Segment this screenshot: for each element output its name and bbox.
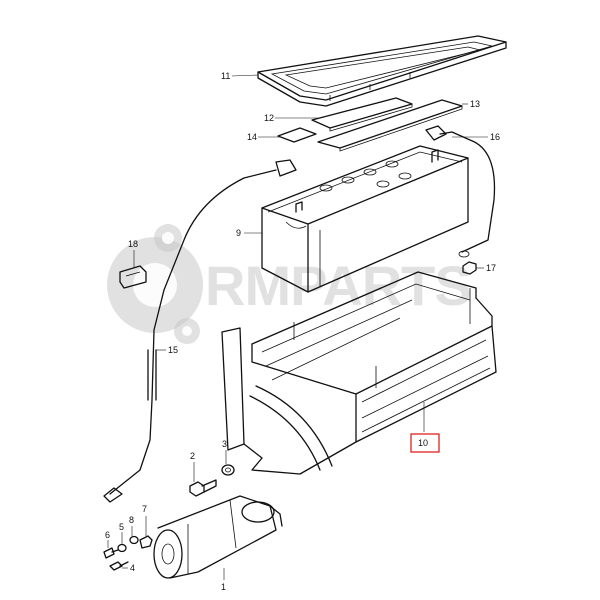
callout-5: 5 [119, 522, 124, 532]
part-battery [261, 145, 469, 293]
part-washer-3 [221, 464, 235, 476]
part-washer-8 [129, 535, 139, 545]
callout-17: 17 [486, 263, 496, 273]
callout-3: 3 [222, 439, 227, 449]
part-nut-17 [462, 261, 477, 275]
callout-1: 1 [221, 582, 226, 592]
callout-9: 9 [236, 228, 241, 238]
part-pad-13 [317, 99, 463, 152]
callout-14: 14 [247, 132, 257, 142]
part-starter-motor [153, 495, 283, 579]
highlight-box-10 [410, 433, 440, 453]
callouts: 11 12 13 14 16 9 17 18 15 2 3 7 8 5 6 4 … [105, 71, 500, 592]
part-battery-tray [221, 271, 497, 475]
callout-4: 4 [130, 563, 135, 573]
callout-18: 18 [128, 239, 138, 249]
callout-15: 15 [168, 345, 178, 355]
callout-11: 11 [221, 71, 230, 81]
callout-16: 16 [490, 132, 500, 142]
leader-lines [107, 74, 488, 580]
callout-6: 6 [105, 530, 110, 540]
callout-10: 10 [418, 438, 428, 448]
callout-2: 2 [190, 451, 195, 461]
part-bolt-2 [189, 479, 217, 497]
part-nut-7 [139, 535, 153, 549]
part-cable-16 [425, 125, 496, 258]
callout-12: 12 [264, 113, 274, 123]
part-pad-14 [277, 127, 317, 143]
callout-13: 13 [470, 99, 480, 109]
part-clip-18 [119, 265, 147, 289]
watermark-gears [107, 224, 203, 344]
callout-8: 8 [129, 515, 134, 525]
watermark-text: RMPARTS [205, 254, 471, 317]
callout-7: 7 [142, 504, 147, 514]
part-screw-4 [109, 561, 129, 571]
part-cable-15 [103, 159, 297, 503]
part-cover [257, 35, 507, 107]
part-washer-5 [117, 543, 127, 553]
part-bolt-6 [103, 547, 119, 559]
part-pad-12 [311, 97, 413, 132]
